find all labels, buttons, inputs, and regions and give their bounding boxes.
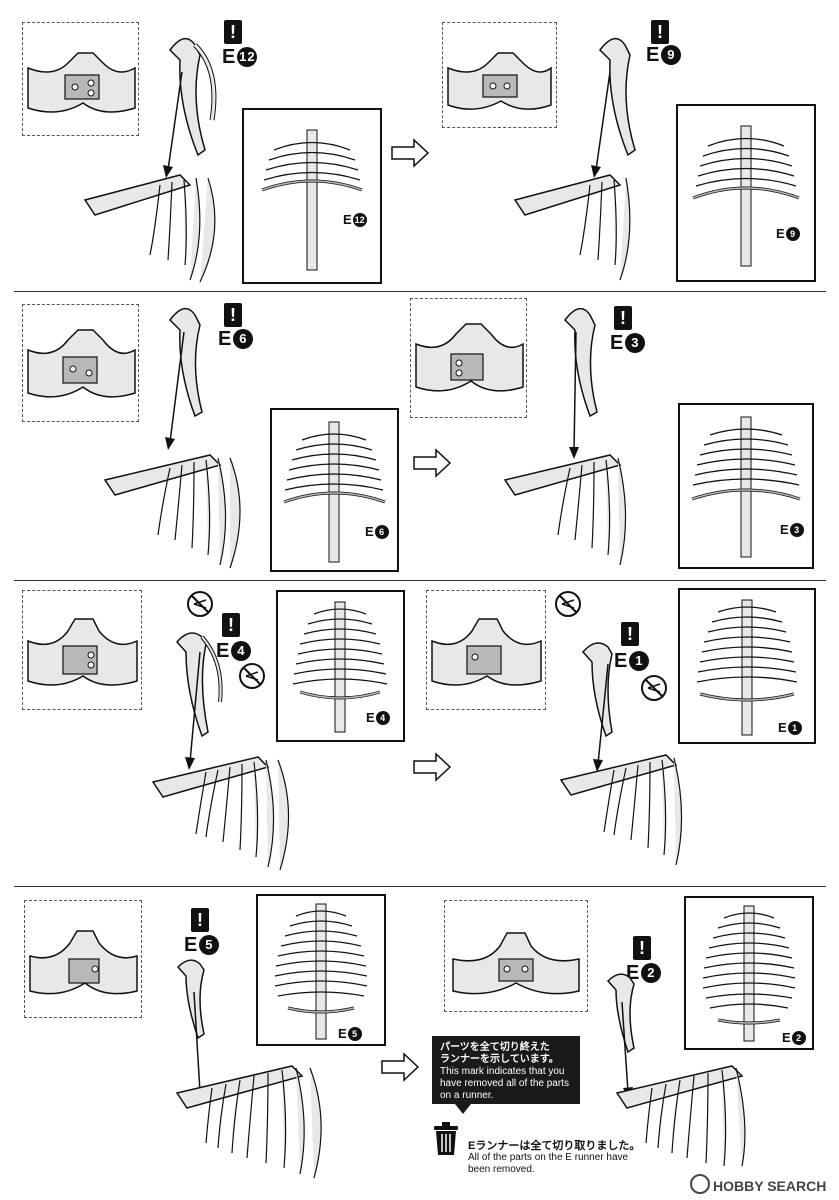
- no-cut-icon: [239, 663, 265, 689]
- result-box-e6: [270, 408, 399, 572]
- detail-inset-e9: [442, 22, 557, 128]
- result-box-e12: [242, 108, 382, 284]
- spine-assembly: [503, 454, 627, 566]
- rib-part-e12: [169, 37, 217, 157]
- no-cut-icon: [641, 675, 667, 701]
- trash-en-line2: been removed.: [468, 1164, 535, 1175]
- result-box-e3: [678, 403, 814, 569]
- spine-assembly: [103, 454, 241, 569]
- trash-en-line1: All of the parts on the E runner have: [468, 1152, 629, 1163]
- warning-icon: !: [621, 622, 639, 646]
- spine-assembly: [615, 1065, 746, 1167]
- rib-part-e9: [599, 37, 636, 157]
- assembly-arrow: [569, 331, 579, 459]
- rib-part-e1: [581, 642, 613, 738]
- detail-inset-e5: [24, 900, 142, 1018]
- next-arrow: [413, 752, 452, 782]
- detail-inset-e12: [22, 22, 139, 136]
- row-divider-3: [14, 886, 826, 887]
- spine-assembly: [83, 174, 216, 283]
- detail-inset-e2: [444, 900, 588, 1012]
- rib-part-e3: [564, 307, 598, 418]
- warning-icon: !: [614, 306, 632, 330]
- runner-note: パーツを全て切り終えた ランナーを示しています。 This mark indic…: [432, 1036, 580, 1104]
- spine-assembly: [513, 174, 631, 281]
- warning-icon: !: [191, 908, 209, 932]
- runner-complete-text: Eランナーは全て切り取りました。 All of the parts on the…: [468, 1140, 658, 1176]
- rib-part-e2: [606, 973, 635, 1054]
- note-jp-line1: パーツを全て切り終えた: [440, 1042, 550, 1053]
- assembly-arrow: [185, 651, 201, 770]
- next-arrow: [391, 138, 430, 168]
- result-box-e2: [684, 896, 814, 1050]
- note-en-line1: This mark indicates that you: [440, 1066, 565, 1077]
- no-cut-icon: [555, 591, 581, 617]
- row-divider-2: [14, 580, 826, 581]
- result-box-e1: [678, 588, 816, 744]
- result-box-e5: [256, 894, 386, 1046]
- result-box-e9: [676, 104, 816, 282]
- assembly-arrow: [593, 663, 609, 772]
- watermark-logo-icon: [690, 1174, 710, 1194]
- note-en-line2: have removed all of the parts: [440, 1078, 569, 1089]
- rib-part-e4: [175, 632, 223, 738]
- detail-inset-e4: [22, 590, 142, 710]
- spine-assembly: [151, 756, 290, 871]
- next-arrow: [381, 1052, 420, 1082]
- assembly-arrow: [163, 71, 183, 178]
- assembly-arrow: [591, 71, 611, 178]
- warning-icon: !: [224, 303, 242, 327]
- note-jp-line2: ランナーを示しています。: [440, 1054, 559, 1065]
- detail-inset-e6: [22, 304, 139, 422]
- detail-inset-e3: [410, 298, 527, 418]
- warning-icon: !: [633, 936, 651, 960]
- note-pointer: [455, 1104, 471, 1114]
- warning-icon: !: [224, 20, 242, 44]
- rib-part-e5: [176, 959, 205, 1040]
- next-arrow: [413, 448, 452, 478]
- warning-icon: !: [222, 613, 240, 637]
- assembly-arrow: [165, 331, 185, 450]
- no-cut-icon: [187, 591, 213, 617]
- trash-icon: [434, 1122, 458, 1155]
- trash-jp: Eランナーは全て切り取りました。: [468, 1140, 641, 1152]
- spine-assembly: [559, 754, 683, 866]
- row-divider-1: [14, 291, 826, 292]
- rib-part-e6: [169, 307, 203, 418]
- watermark: HOBBY SEARCH: [690, 1174, 826, 1194]
- spine-assembly: [175, 1065, 322, 1179]
- detail-inset-e1: [426, 590, 546, 710]
- note-en-line3: on a runner.: [440, 1090, 494, 1101]
- warning-icon: !: [651, 20, 669, 44]
